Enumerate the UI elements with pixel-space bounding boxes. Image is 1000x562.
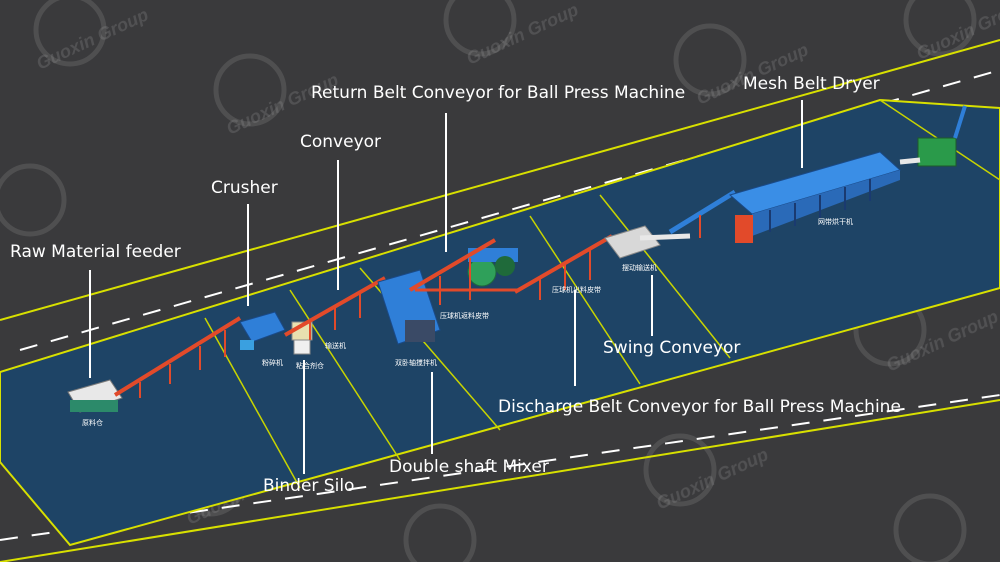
crusher-tag: 粉碎机 [262,358,283,367]
discharge-belt-conveyor: 压球机出料皮带 [514,234,613,300]
raw-material-feeder: 原料仓 [67,379,123,427]
watermark-text: Guoxin Group [883,306,1000,375]
label-mesh-belt-dryer: Mesh Belt Dryer [743,74,880,94]
feeder-tag: 原料仓 [82,418,103,427]
mixer-tag: 双卧轴搅拌机 [395,358,437,367]
press-belt-tag: 压球机返料皮带 [440,311,489,320]
mesh-belt-dryer: 网带烘干机 [728,151,901,243]
hot-air-furnace [899,105,967,167]
swing-conveyor: 摆动输送机 [604,225,691,272]
crusher: 粉碎机 [239,311,286,367]
label-double-shaft-mixer: Double shaft Mixer [389,457,549,477]
dryer-tag: 网带烘干机 [818,217,853,226]
ball-press-machine [467,248,518,287]
label-conveyor: Conveyor [300,132,382,152]
watermark-text: Guoxin Group [33,4,151,73]
watermark-text: Guoxin Group [913,0,1000,64]
conveyor-tag: 输送机 [325,341,346,350]
label-binder-silo: Binder Silo [263,476,355,496]
binder-tag: 粘合剂仓 [296,361,324,370]
label-swing-conveyor: Swing Conveyor [603,338,741,358]
label-discharge-belt-conveyor: Discharge Belt Conveyor for Ball Press M… [498,397,901,417]
label-crusher: Crusher [211,178,278,198]
label-raw-material-feeder: Raw Material feeder [10,242,181,262]
watermark-text: Guoxin Group [463,0,581,69]
leader-lines [89,100,803,474]
dryer-feed-conveyor [668,189,737,238]
discharge-tag: 压球机出料皮带 [552,285,601,294]
feed-conveyor [113,316,242,398]
label-return-belt-conveyor: Return Belt Conveyor for Ball Press Mach… [311,83,686,103]
swing-tag: 摆动输送机 [622,263,657,272]
return-belt-conveyor: 压球机返料皮带 [408,238,520,320]
second-conveyor: 输送机 [284,276,386,350]
